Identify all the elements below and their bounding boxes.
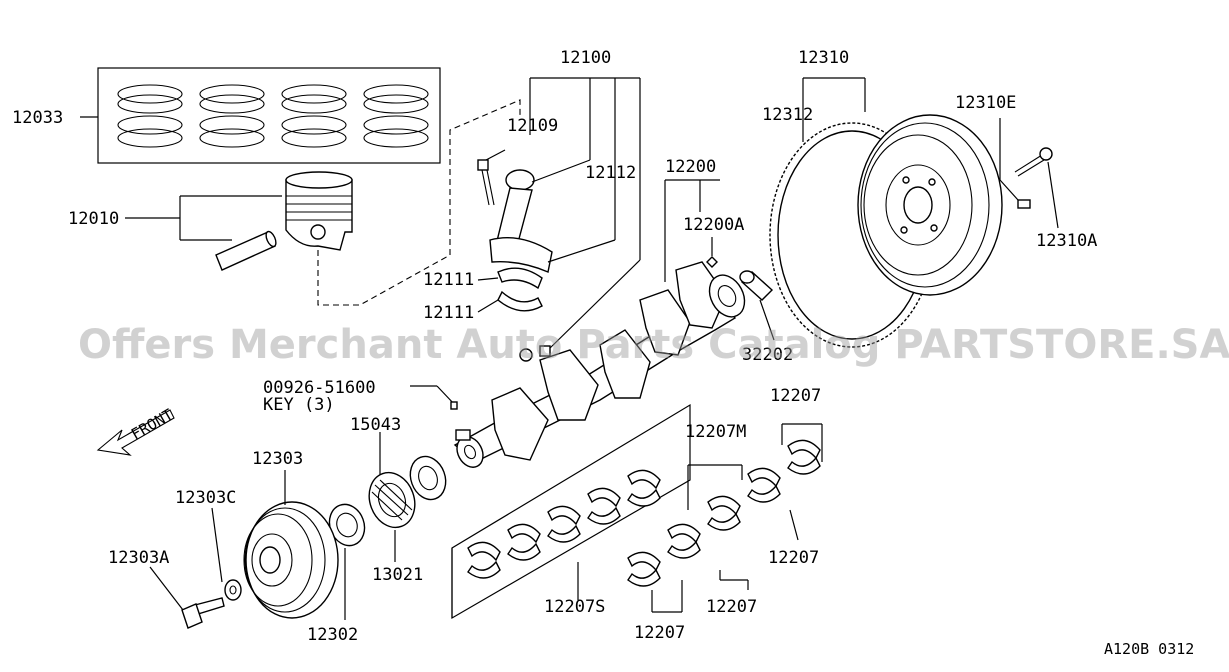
crank-sprocket[interactable] [362,466,422,534]
piston[interactable] [285,171,353,251]
piston-pin[interactable] [215,230,278,271]
conrod-nut[interactable] [519,345,551,362]
label-12312: 12312 [762,105,813,125]
label-12310e: 12310E [955,93,1016,113]
watermark-text: Offers Merchant Auto Parts Catalog PARTS… [78,322,1229,368]
pulley-bolt[interactable] [181,597,225,629]
conrod-bolt[interactable] [477,159,495,206]
label-12303: 12303 [252,449,303,469]
conrod-bearing-lower[interactable] [497,290,543,312]
conrod-bearing-upper[interactable] [497,267,543,290]
label-12207s: 12207S [544,597,605,617]
crankshaft[interactable] [452,261,752,472]
label-15043: 15043 [350,415,401,435]
crank-pulley[interactable] [243,501,339,619]
main-bearing-set[interactable] [451,403,691,620]
flywheel-dowel[interactable] [1017,199,1031,209]
label-12207-top: 12207 [770,386,821,406]
label-key-desc: KEY (3) [263,395,335,415]
label-12207-lower-mid: 12207 [706,597,757,617]
oil-pump-drive[interactable] [405,452,452,505]
diagram-code: A120B 0312 [1104,640,1194,658]
key[interactable] [450,401,458,410]
label-12200a: 12200A [683,215,744,235]
label-12207-right: 12207 [768,548,819,568]
label-12207-bottom: 12207 [634,623,685,643]
label-12310: 12310 [798,48,849,68]
label-key-partno: 00926-51600 [263,378,376,398]
front-arrow-icon [96,409,175,456]
label-12303c: 12303C [175,488,236,508]
label-12109: 12109 [507,116,558,136]
label-12010: 12010 [68,209,119,229]
pulley-washer[interactable] [224,579,242,601]
main-bearings-loose[interactable] [627,439,821,587]
label-12111-b: 12111 [423,303,474,323]
label-12111-a: 12111 [423,270,474,290]
pilot-bushing[interactable] [739,270,774,301]
connecting-rod[interactable] [489,169,553,273]
piston-ring-set[interactable] [97,67,441,164]
label-12302: 12302 [307,625,358,645]
label-12100: 12100 [560,48,611,68]
label-12207m: 12207M [685,422,746,442]
crankshaft-plug[interactable] [706,256,718,268]
label-front: FRONT [128,405,176,443]
label-32202: 32202 [742,345,793,365]
label-12112: 12112 [585,163,636,183]
label-13021: 13021 [372,565,423,585]
flywheel-bolt[interactable] [1014,147,1053,177]
label-12303a: 12303A [108,548,169,568]
flywheel[interactable] [857,114,1003,296]
label-12310a: 12310A [1036,231,1097,251]
label-12033: 12033 [12,108,63,128]
label-12200: 12200 [665,157,716,177]
